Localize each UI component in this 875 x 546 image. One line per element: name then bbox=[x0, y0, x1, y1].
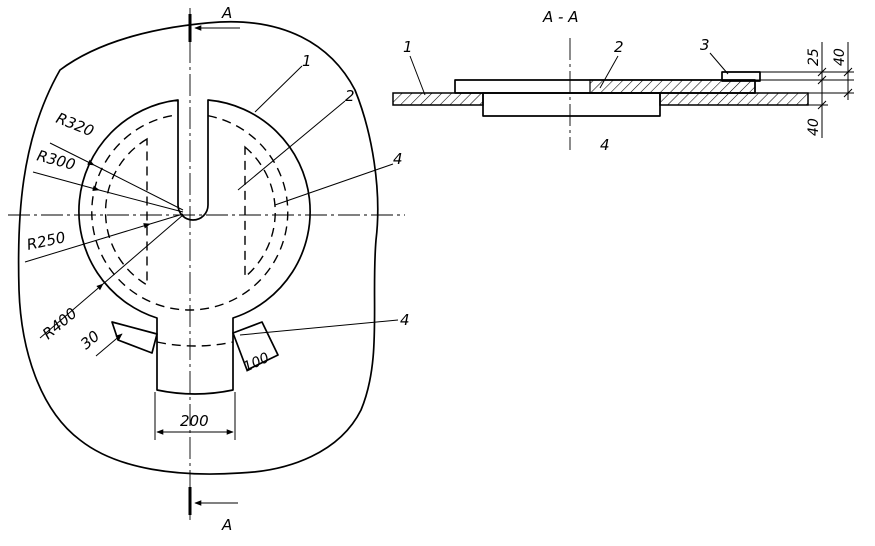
foundation-outline bbox=[17, 20, 379, 475]
callout-2: 2 bbox=[345, 87, 355, 105]
callout-4: 4 bbox=[393, 150, 403, 168]
left-pad-hidden bbox=[104, 137, 148, 287]
circular-plate-outline bbox=[78, 99, 311, 395]
hidden-arc-slot bbox=[156, 341, 234, 347]
left-tab bbox=[111, 321, 158, 354]
dim-40-bottom: 40 bbox=[806, 118, 822, 136]
tick-1 bbox=[817, 67, 827, 77]
section-callout-4: 4 bbox=[600, 136, 610, 154]
section-callout-2: 2 bbox=[614, 38, 624, 56]
section-leader-2 bbox=[599, 55, 619, 89]
leader-r250-outer bbox=[24, 223, 151, 263]
tick-3 bbox=[843, 67, 853, 77]
section-leader-3 bbox=[709, 52, 729, 75]
leader-1 bbox=[254, 65, 303, 113]
section-label-bottom: A bbox=[221, 516, 232, 534]
dim-25: 25 bbox=[806, 48, 822, 66]
tick-5 bbox=[817, 100, 827, 110]
dim-40-top: 40 bbox=[832, 48, 848, 66]
leader-r300-inner bbox=[98, 189, 184, 213]
tick-2 bbox=[817, 75, 827, 85]
leader-r320-outer bbox=[49, 142, 95, 166]
hidden-circle-r300 bbox=[91, 114, 289, 311]
callout-1: 1 bbox=[302, 52, 312, 70]
section-callout-1: 1 bbox=[403, 38, 413, 56]
dim-30-line bbox=[95, 333, 123, 357]
section-title: A - A bbox=[542, 8, 578, 26]
leader-r400-outer bbox=[39, 283, 104, 339]
dim-r300: R300 bbox=[35, 146, 77, 173]
dim-r320: R320 bbox=[54, 109, 97, 140]
leader-r400-inner bbox=[102, 214, 184, 285]
item-3-block bbox=[721, 71, 761, 82]
leader-4-tab bbox=[239, 319, 399, 336]
section-callout-3: 3 bbox=[700, 36, 710, 54]
plate-1-right bbox=[659, 92, 809, 106]
dim-r400: R400 bbox=[39, 304, 80, 343]
leader-r300-outer bbox=[32, 171, 100, 192]
plate-1-left bbox=[392, 92, 484, 106]
callout-4-tab: 4 bbox=[400, 311, 410, 329]
dim-r250: R250 bbox=[25, 228, 67, 254]
tick-4 bbox=[843, 88, 853, 98]
section-view: A - A 25 40 40 1 2 3 4 bbox=[392, 8, 854, 154]
leader-r250-inner bbox=[149, 213, 184, 225]
leader-r320-inner bbox=[93, 164, 184, 211]
plan-view: A A 1 2 4 4 R320 R300 R250 R400 30 100 bbox=[8, 4, 410, 534]
section-label-top: A bbox=[221, 4, 232, 22]
leader-4 bbox=[274, 163, 394, 206]
plate-2-hatch bbox=[589, 79, 756, 94]
item-4-block bbox=[482, 92, 661, 117]
right-pad-hidden bbox=[244, 145, 276, 279]
right-tab bbox=[232, 321, 279, 371]
dim-30: 30 bbox=[77, 327, 103, 353]
dim-100: 100 bbox=[241, 350, 272, 376]
leader-2 bbox=[237, 100, 346, 191]
section-leader-1 bbox=[409, 55, 426, 96]
dim-200: 200 bbox=[180, 412, 209, 430]
